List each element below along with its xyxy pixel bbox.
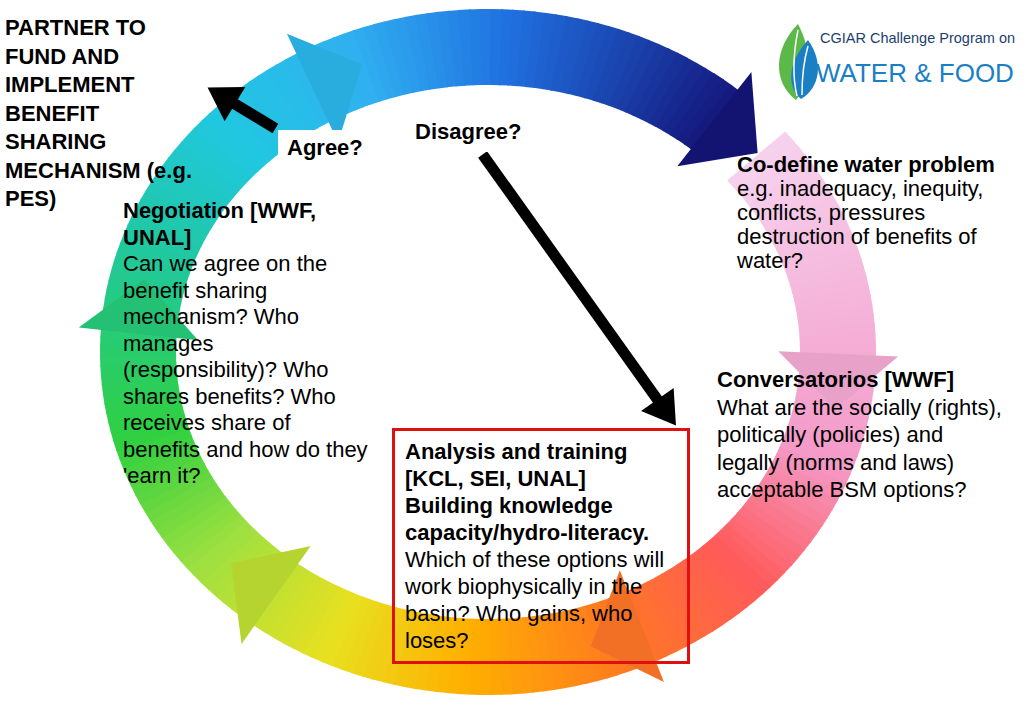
ring-arrowhead xyxy=(287,34,362,143)
logo-vein xyxy=(794,30,798,96)
connector-line xyxy=(233,103,275,128)
connector-line xyxy=(483,154,659,401)
ring-segment xyxy=(800,342,876,353)
node-body: Building knowledge capacity/hydro-litera… xyxy=(405,492,677,546)
connector-arrow xyxy=(208,87,276,129)
logo-subtitle: CGIAR Challenge Program on xyxy=(820,30,1015,46)
node-heading: Negotiation [WWF, UNAL] xyxy=(123,198,373,251)
outcome-text: PARTNER TO FUND AND IMPLEMENT BENEFIT SH… xyxy=(5,14,205,214)
node-heading: Co-define water problem xyxy=(737,153,999,177)
ring-arrowhead xyxy=(231,546,311,644)
node-body: Can we agree on the benefit sharing mech… xyxy=(123,251,373,490)
arrowhead xyxy=(208,87,246,121)
node-body: e.g. inadequacy, inequity, conflicts, pr… xyxy=(737,177,999,273)
step-text: Co-define water probleme.g. inadequacy, … xyxy=(737,153,999,273)
logo-title: WATER & FOOD xyxy=(816,58,1014,89)
node-body: Which of these options will work biophys… xyxy=(405,546,677,654)
decision-box: Agree? xyxy=(278,130,372,166)
step-text: Negotiation [WWF, UNAL]Can we agree on t… xyxy=(123,198,373,490)
ring-segment xyxy=(489,619,502,695)
decision-box: Disagree? xyxy=(405,112,531,152)
logo-vein xyxy=(802,46,808,95)
connector-arrow xyxy=(483,154,676,425)
step-text: Conversatorios [WWF]What are the sociall… xyxy=(717,366,1003,504)
node-heading: Conversatorios [WWF] xyxy=(717,366,1003,394)
node-body: What are the socially (rights), politica… xyxy=(717,394,1003,504)
node-heading: Analysis and training [KCL, SEI, UNAL] xyxy=(405,438,677,492)
node-heading: Disagree? xyxy=(415,119,521,145)
node-heading: Agree? xyxy=(287,135,363,161)
node-heading: PARTNER TO FUND AND IMPLEMENT BENEFIT SH… xyxy=(5,14,205,214)
arrowhead xyxy=(641,388,676,426)
step-box: Analysis and training [KCL, SEI, UNAL]Bu… xyxy=(392,428,690,664)
